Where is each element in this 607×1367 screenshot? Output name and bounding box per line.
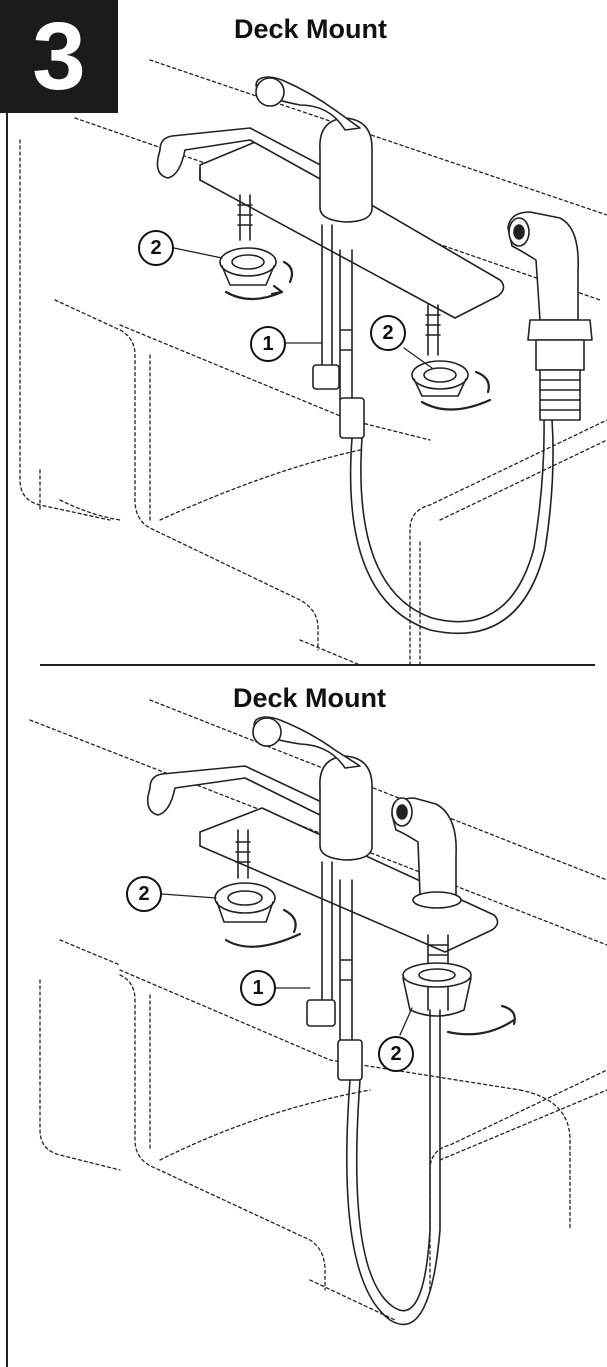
panel-2-title: Deck Mount — [233, 683, 387, 713]
callout-sprayer-nut: 2 — [378, 1036, 414, 1072]
deck-plate-2 — [199, 807, 499, 953]
callout-mount-nut-left-2: 2 — [126, 876, 162, 912]
spout-1 — [156, 127, 331, 181]
panel-1-drawing — [19, 59, 607, 666]
mount-nut-1b — [411, 360, 469, 397]
step-number: 3 — [32, 3, 86, 110]
counter-outline-2 — [29, 699, 607, 1321]
sprayer-2 — [391, 797, 462, 909]
mount-nut-2a — [214, 882, 276, 923]
sprayer-hose-1 — [349, 419, 554, 635]
faucet-body-2 — [319, 755, 373, 861]
sprayer-hose-2 — [346, 1009, 441, 1326]
deck-plate-1 — [199, 139, 505, 319]
panel-1-title: Deck Mount — [234, 14, 388, 44]
callout-supply-line: 1 — [250, 326, 286, 362]
callout-mount-nut-left: 2 — [138, 230, 174, 266]
spout-2 — [146, 765, 331, 817]
panel-divider — [40, 664, 595, 666]
panel-2-drawing — [29, 699, 607, 1326]
faucet-body-1 — [319, 117, 373, 223]
step-badge: 3 — [0, 0, 118, 113]
left-border — [6, 113, 8, 1367]
callout-supply-line-2: 1 — [240, 970, 276, 1006]
counter-outline-1 — [19, 59, 607, 666]
callout-mount-nut-right: 2 — [370, 315, 406, 351]
mount-nut-1a — [219, 247, 277, 286]
sprayer-1 — [507, 211, 593, 421]
sprayer-nut-2 — [402, 962, 472, 1017]
